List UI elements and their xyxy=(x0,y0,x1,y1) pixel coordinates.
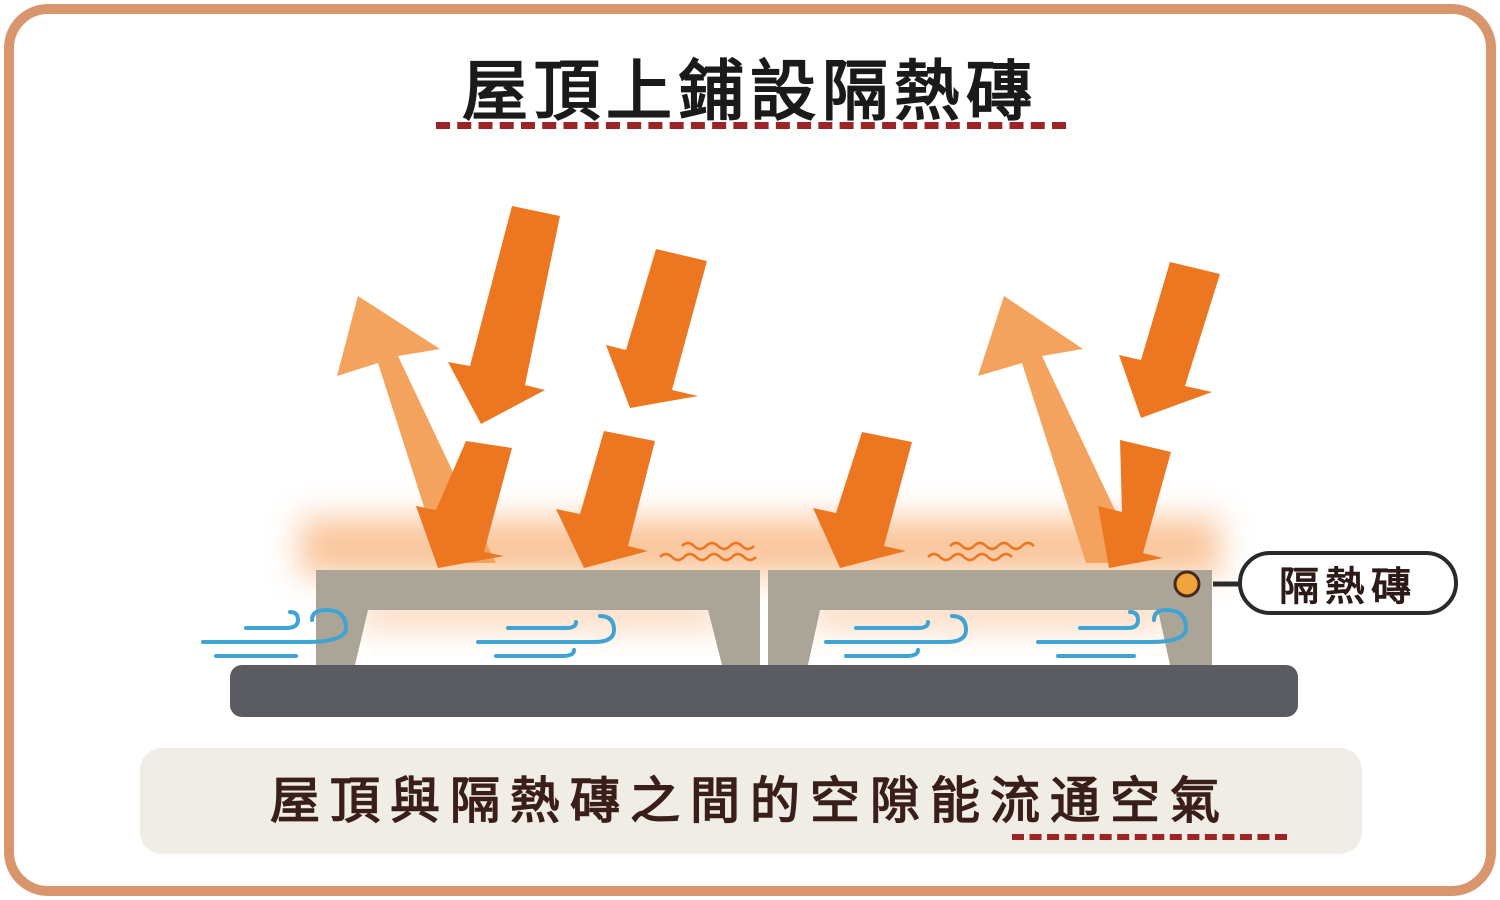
sun-ray-arrow xyxy=(606,249,707,408)
reflected-heat-arrow xyxy=(978,296,1140,563)
heat-wave-icon xyxy=(659,541,1035,562)
sun-ray-arrow xyxy=(556,431,655,568)
sun-ray-arrow xyxy=(1098,440,1171,568)
caption-underline xyxy=(1012,834,1287,840)
sun-ray-arrow xyxy=(416,441,512,568)
sun-ray-arrow xyxy=(813,432,912,568)
sun-ray-arrows xyxy=(416,206,1220,568)
roof-slab xyxy=(230,665,1298,717)
insulation-tile-left xyxy=(316,570,760,665)
tile-label: 隔熱磚 xyxy=(1238,551,1458,615)
wind-flow-icon xyxy=(201,607,1189,658)
sun-ray-arrow xyxy=(448,206,560,424)
indicator-dot-icon xyxy=(1173,570,1201,598)
sun-ray-arrow xyxy=(1119,262,1220,418)
caption-text: 屋頂與隔熱磚之間的空隙能流通空氣 xyxy=(270,772,1230,830)
page-title: 屋頂上鋪設隔熱磚 xyxy=(462,53,1038,130)
card-frame xyxy=(4,4,1496,896)
insulation-tile-right xyxy=(768,570,1212,665)
title-underline xyxy=(436,122,1066,129)
